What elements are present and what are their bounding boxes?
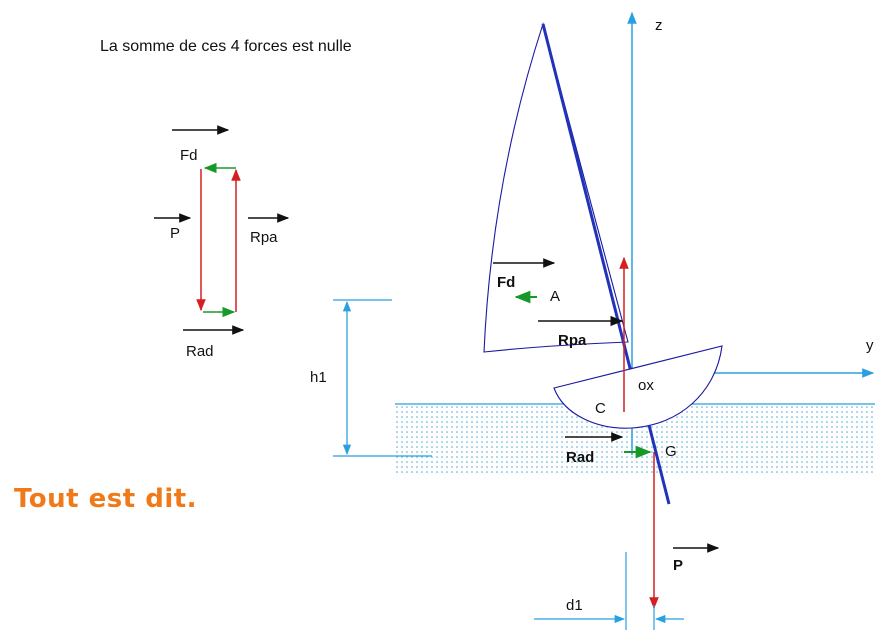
sail-outline [483, 22, 629, 353]
boat-label-fd: Fd [497, 274, 515, 291]
boat-label-rpa: Rpa [558, 332, 587, 349]
polygon-label-rpa: Rpa [250, 229, 278, 246]
label-d1: d1 [566, 597, 583, 614]
daggerboard-line [647, 424, 671, 505]
boat-label-p: P [673, 557, 683, 574]
boat-label-g: G [665, 443, 677, 460]
force-polygon: Fd P Rpa Rad [154, 125, 290, 360]
hull-outline [553, 345, 723, 429]
caption-text: La somme de ces 4 forces est nulle [100, 38, 352, 55]
axis-label-z: z [655, 17, 663, 34]
dimension-d1: d1 [534, 552, 684, 630]
boat-forces: Fd A Rpa ox C Rad G P [493, 256, 720, 610]
boat-label-ox: ox [638, 377, 654, 394]
polygon-label-p: P [170, 225, 180, 242]
polygon-label-fd: Fd [180, 147, 198, 164]
boat-label-rad: Rad [566, 449, 594, 466]
mast-line [541, 23, 633, 373]
boat-label-c: C [595, 400, 606, 417]
dimension-h1: h1 [310, 299, 432, 457]
axis-label-y: y [866, 337, 874, 354]
boat-label-a: A [550, 288, 560, 305]
conclusion-text: Tout est dit. [14, 484, 198, 514]
polygon-label-rad: Rad [186, 343, 214, 360]
label-h1: h1 [310, 369, 327, 386]
